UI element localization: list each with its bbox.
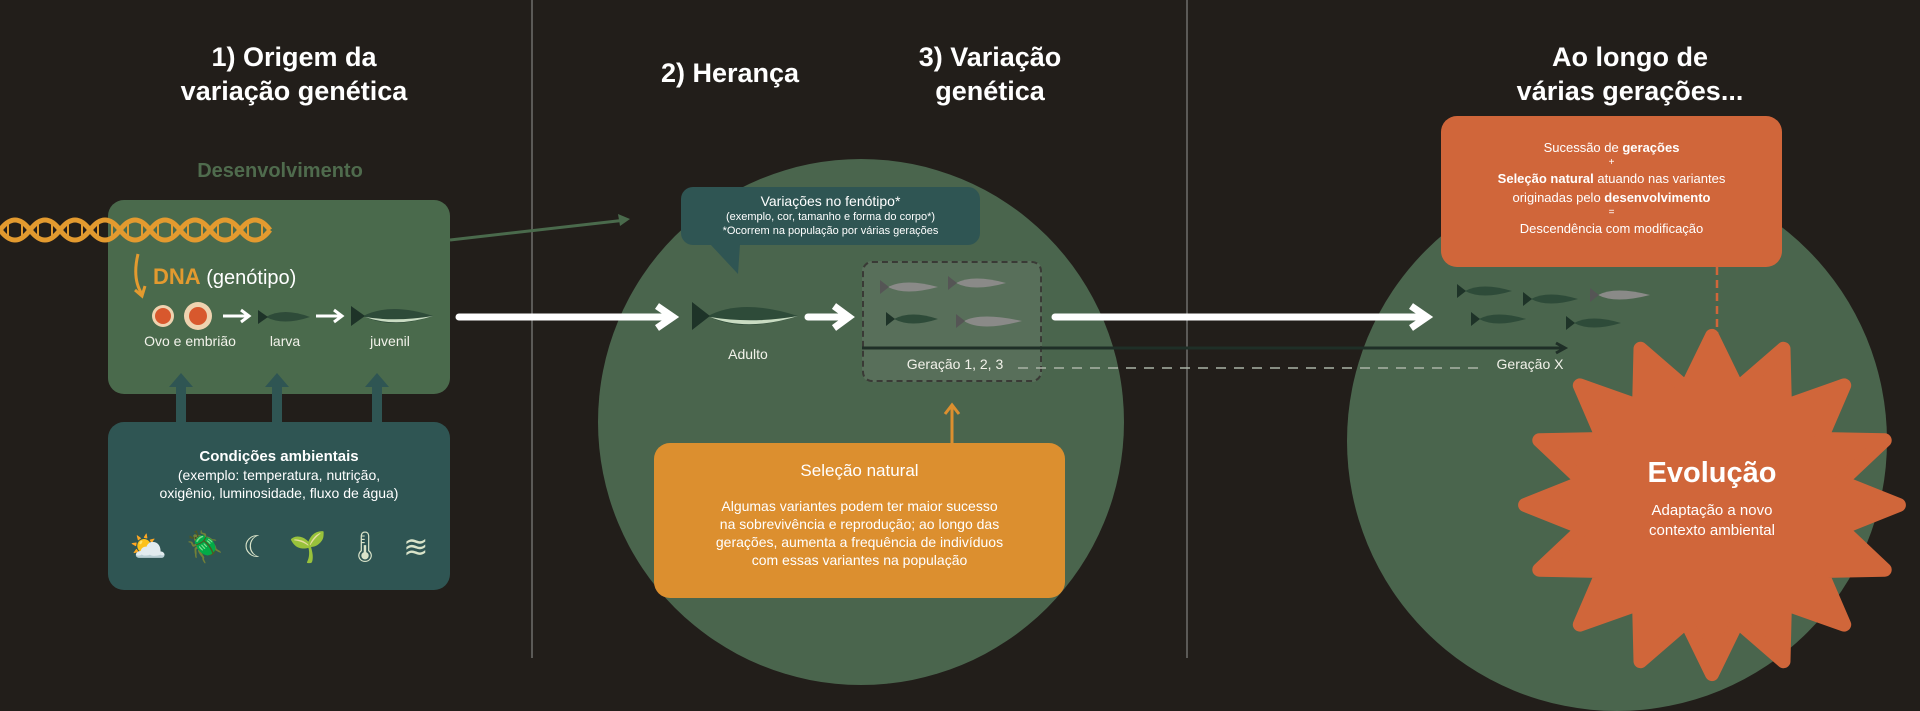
fish-group-generation-x <box>1457 284 1650 330</box>
adult-fish-icon <box>692 302 798 330</box>
dna-helix-icon <box>0 217 272 243</box>
egg-icons <box>152 302 212 330</box>
title-inheritance: 2) Herança <box>660 58 800 88</box>
summary-equals: = <box>1608 207 1615 218</box>
summary-line: Seleção natural atuando nas variantes <box>1441 169 1782 188</box>
flow-arrow-2 <box>804 303 855 331</box>
dna-label: DNA (genótipo) <box>153 264 296 290</box>
summary-text: originadas pelo <box>1512 190 1605 205</box>
development-box <box>108 200 450 394</box>
generation-x-label: Geração X <box>1496 356 1564 372</box>
title-line: genética <box>935 76 1045 106</box>
fish-group-generation-1-3 <box>880 276 1022 328</box>
generation-dashed-line <box>1018 367 1486 369</box>
environment-line: oxigênio, luminosidade, fluxo de água) <box>159 485 399 501</box>
moon-stars-icon: ☾ <box>242 531 270 564</box>
title-line: várias gerações... <box>1516 76 1744 106</box>
selection-line: com essas variantes na população <box>751 552 968 568</box>
summary-bold: Seleção natural <box>1497 171 1594 186</box>
environment-heading: Condições ambientais <box>199 448 359 465</box>
sun-cloud-icon: ⛅ <box>129 531 167 564</box>
selection-line: gerações, aumenta a frequência de indiví… <box>715 534 1004 550</box>
environment-line: (exemplo: temperatura, nutrição, <box>177 467 381 483</box>
environment-arrows <box>169 373 389 423</box>
evolution-heading: Evolução <box>1647 457 1777 489</box>
generation-label: Geração 1, 2, 3 <box>906 356 1004 372</box>
summary-text: atuando nas variantes <box>1593 171 1726 186</box>
selection-arrow <box>943 402 961 444</box>
development-heading: Desenvolvimento <box>197 160 363 182</box>
phenotype-line: *Ocorrem na população por várias geraçõe… <box>722 225 939 237</box>
summary-plus: + <box>1608 157 1615 168</box>
title-origin: 1) Origem da variação genética <box>134 40 454 108</box>
arrow-icon <box>223 308 252 324</box>
sprout-icon: 🌱 <box>289 531 327 564</box>
summary-box: Sucessão de gerações + Seleção natural a… <box>1441 116 1782 267</box>
title-line: 1) Origem da <box>211 42 377 72</box>
juvenile-fish-icon <box>351 306 433 326</box>
generation-timeline-arrow <box>862 341 1569 355</box>
environment-box: Condições ambientais (exemplo: temperatu… <box>108 422 450 590</box>
evolution-line: Adaptação a novo <box>1651 502 1773 519</box>
selection-heading: Seleção natural <box>800 461 919 480</box>
title-variation: 3) Variação genética <box>900 40 1080 108</box>
section-divider-1 <box>531 0 533 658</box>
phenotype-line: (exemplo, cor, tamanho e forma do corpo*… <box>725 211 936 223</box>
bubble-tail <box>710 244 740 274</box>
title-generations: Ao longo de várias gerações... <box>1470 40 1790 108</box>
adult-label: Adulto <box>728 346 768 362</box>
larva-fish-icon <box>258 310 310 324</box>
title-line: variação genética <box>180 76 408 106</box>
stage-larva-label: larva <box>269 333 301 349</box>
phenotype-heading: Variações no fenótipo* <box>760 193 901 209</box>
summary-text: Sucessão de <box>1543 140 1623 155</box>
wind-icon: ≋ <box>403 531 429 564</box>
summary-bold: desenvolvimento <box>1604 190 1711 205</box>
evolution-line: contexto ambiental <box>1649 522 1775 539</box>
environment-icons: ⛅ 🪲 ☾ 🌱 🌡 ≋ <box>120 530 438 565</box>
dna-text: DNA <box>153 264 201 289</box>
phenotype-bubble: Variações no fenótipo* (exemplo, cor, ta… <box>681 187 980 245</box>
title-line: Ao longo de <box>1552 42 1708 72</box>
title-line: 3) Variação <box>918 42 1062 72</box>
stage-juvenile-label: juvenil <box>370 333 410 349</box>
connector-line <box>449 214 630 242</box>
beetle-icon: 🪲 <box>186 531 224 564</box>
flow-arrow-3 <box>1051 303 1434 331</box>
flow-arrow-1 <box>455 303 680 331</box>
selection-line: Algumas variantes podem ter maior sucess… <box>721 498 998 514</box>
summary-bold: gerações <box>1622 140 1680 155</box>
arrow-icon <box>316 308 345 324</box>
curved-arrow-icon <box>134 253 147 299</box>
summary-line: Sucessão de gerações <box>1441 138 1782 157</box>
summary-line: originadas pelo desenvolvimento <box>1441 188 1782 207</box>
selection-line: na sobrevivência e reprodução; ao longo … <box>719 516 1000 532</box>
section-divider-2 <box>1186 0 1188 658</box>
stage-egg-label: Ovo e embrião <box>144 333 236 349</box>
evolution-text: Evolução Adaptação a novo contexto ambie… <box>1612 455 1812 541</box>
thermometer-icon: 🌡 <box>345 531 384 564</box>
summary-text: Descendência com modificação <box>1519 221 1704 236</box>
genotype-text: (genótipo) <box>206 267 297 289</box>
selection-box: Seleção natural Algumas variantes podem … <box>654 443 1065 598</box>
